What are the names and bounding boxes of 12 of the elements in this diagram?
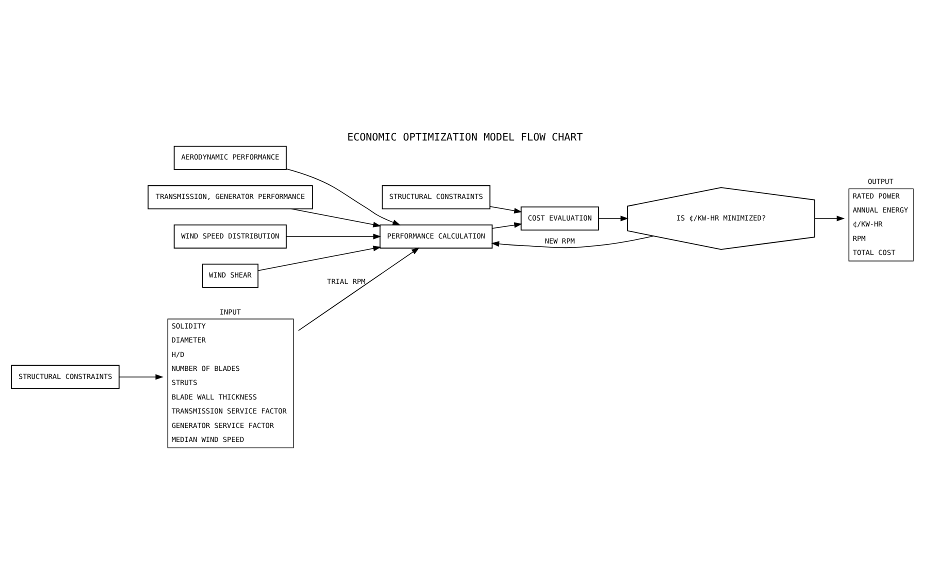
- arrow: [291, 208, 382, 227]
- arrow: [491, 235, 654, 248]
- arrow: [598, 215, 629, 221]
- arrow: [490, 206, 522, 213]
- diagram-title: ECONOMIC OPTIMIZATION MODEL FLOW CHART: [347, 130, 583, 143]
- arrow: [118, 374, 164, 380]
- arrow: [286, 168, 401, 225]
- arrow: [286, 233, 382, 239]
- arrow: [492, 222, 522, 228]
- arrow: [298, 246, 420, 330]
- arrow: [258, 245, 382, 270]
- arrow: [814, 215, 845, 221]
